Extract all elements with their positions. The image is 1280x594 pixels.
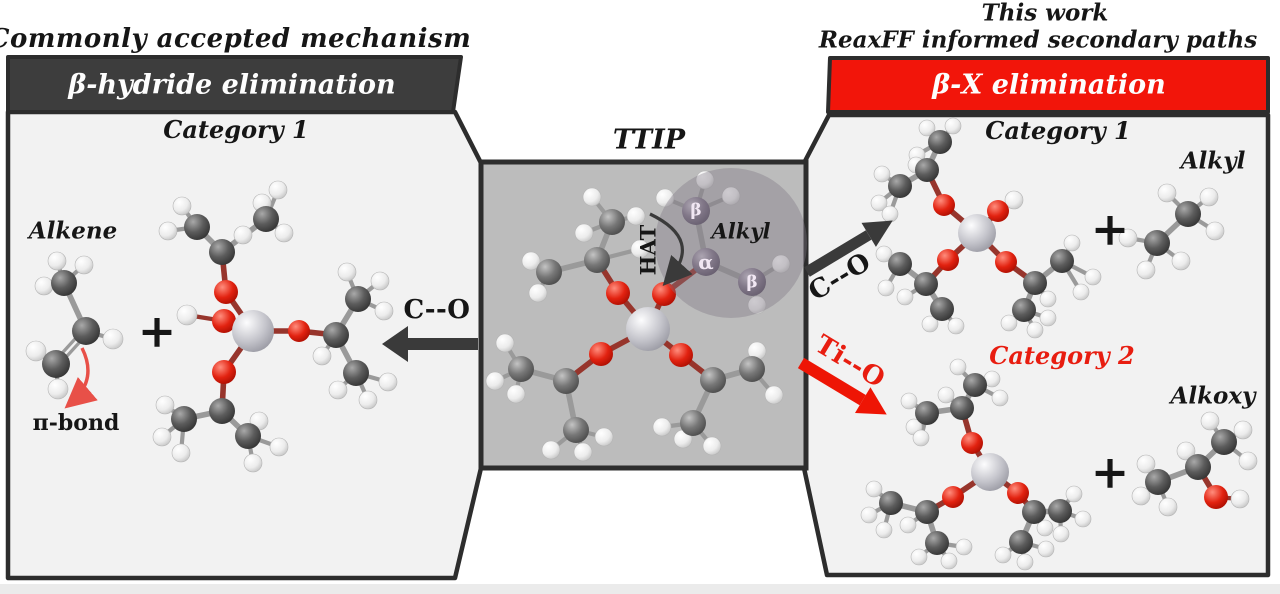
left-panel-header-bar [6, 55, 463, 114]
right-panel-header-bar [826, 56, 1270, 114]
beta-top-label: β [690, 200, 702, 221]
molecule-alkoxy [1131, 411, 1258, 517]
plus-left: + [137, 304, 177, 358]
plus-right-top: + [1090, 202, 1130, 256]
molecule-alkene [25, 251, 124, 400]
tio-arrow [797, 357, 887, 415]
arrows-layer [64, 212, 893, 415]
hat-label: HAT [635, 224, 661, 276]
left-panel-header-label: β-hydride elimination [68, 69, 396, 101]
right-title-line2: ReaxFF informed secondary paths [818, 26, 1258, 54]
plus-right-bottom: + [1090, 445, 1130, 499]
right-panel-header-label: β-X elimination [932, 69, 1166, 101]
alpha-label: α [698, 250, 714, 274]
molecule-ti-complex-cat2 [860, 358, 1092, 571]
ttip-title: TTIP [612, 124, 686, 156]
left-panel-title: Commonly accepted mechanism [0, 24, 472, 54]
co-right-arrow [804, 220, 893, 277]
molecule-ttip [485, 170, 791, 462]
bottom-strip [0, 584, 1280, 594]
beta-right-label: β [746, 272, 758, 293]
left-category-1-label: Category 1 [163, 115, 309, 144]
hat-arrow [649, 212, 693, 286]
right-title-line1: This work [981, 0, 1109, 27]
alkyl-highlight [655, 168, 807, 318]
molecule-alkyl [1118, 183, 1225, 280]
right-category-1-label: Category 1 [985, 116, 1131, 145]
molecule-ti-complex-right [870, 117, 1102, 339]
alkene-label: Alkene [28, 217, 118, 245]
alkoxy-label: Alkoxy [1170, 382, 1256, 410]
molecule-ti-complex-left [152, 180, 398, 473]
right-category-2-label: Category 2 [989, 341, 1135, 370]
molecules-layer [25, 117, 1258, 571]
co-left-label: C--O [403, 295, 471, 325]
pi-bond-label: π-bond [32, 410, 120, 436]
pi-bond-arrow [64, 347, 98, 409]
co-left-arrow [382, 326, 478, 362]
alkyl-center-label: Alkyl [711, 218, 771, 244]
alkyl-right-label: Alkyl [1180, 147, 1246, 175]
